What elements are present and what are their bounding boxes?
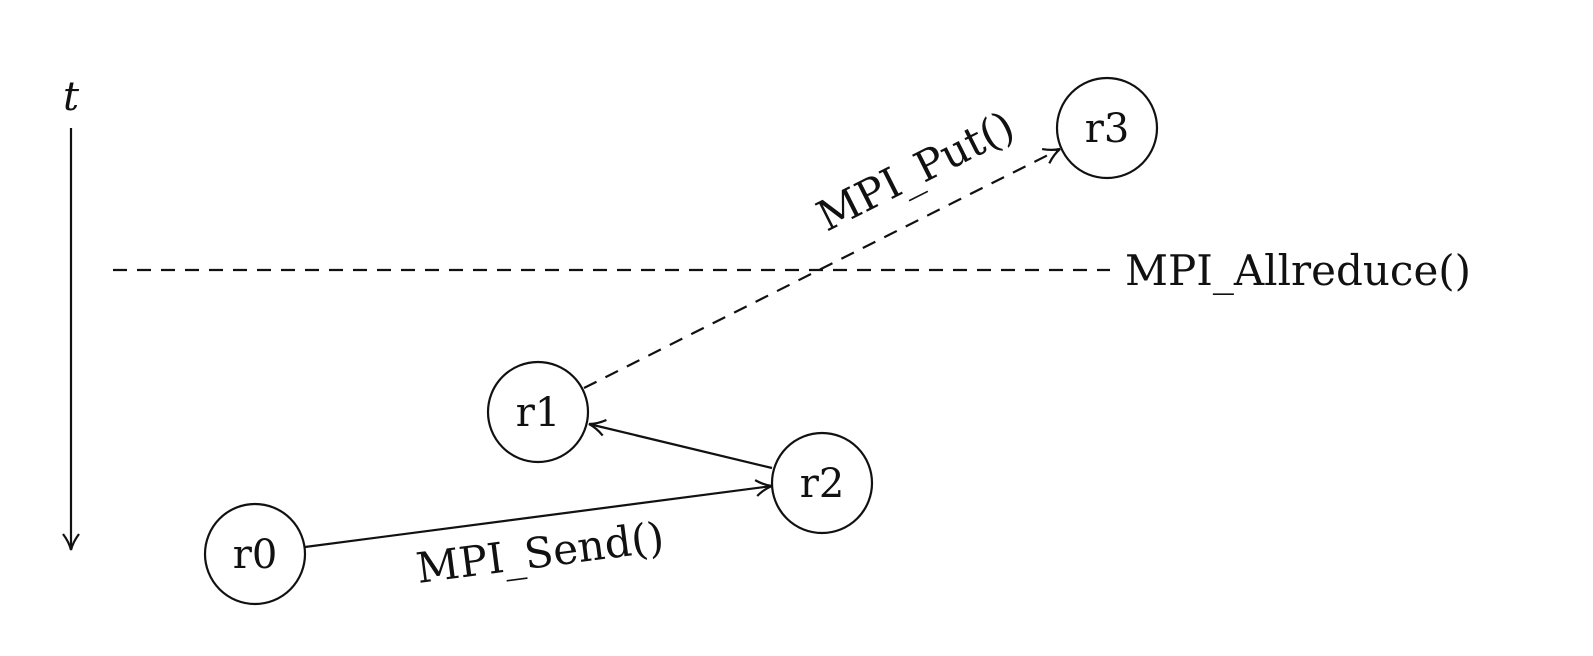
node-r1: r1 [486,360,590,464]
edge-r2-r1 [588,418,773,470]
edge-r1-r3 [583,147,1061,389]
edge-r0-r2 [304,479,773,549]
time-axis-label: t [63,74,80,120]
barrier: MPI_Allreduce() [113,246,1471,295]
node-r3: r3 [1055,76,1159,180]
node-r0-circle [203,502,307,606]
time-axis: t [62,74,80,551]
node-r2-label: r2 [800,461,845,507]
node-r1-circle [486,360,590,464]
barrier-label: MPI_Allreduce() [1125,246,1471,295]
node-r3-label: r3 [1085,106,1130,152]
node-r0-label: r0 [233,532,278,578]
node-r2: r2 [770,431,874,535]
node-r0: r0 [203,502,307,606]
node-r2-circle [770,431,874,535]
node-r3-circle [1055,76,1159,180]
edge-label-put: MPI_Put() [809,101,1022,241]
node-r1-label: r1 [516,390,561,436]
edges: MPI_Send() MPI_Put() [304,101,1061,593]
edge-label-send: MPI_Send() [413,512,666,593]
